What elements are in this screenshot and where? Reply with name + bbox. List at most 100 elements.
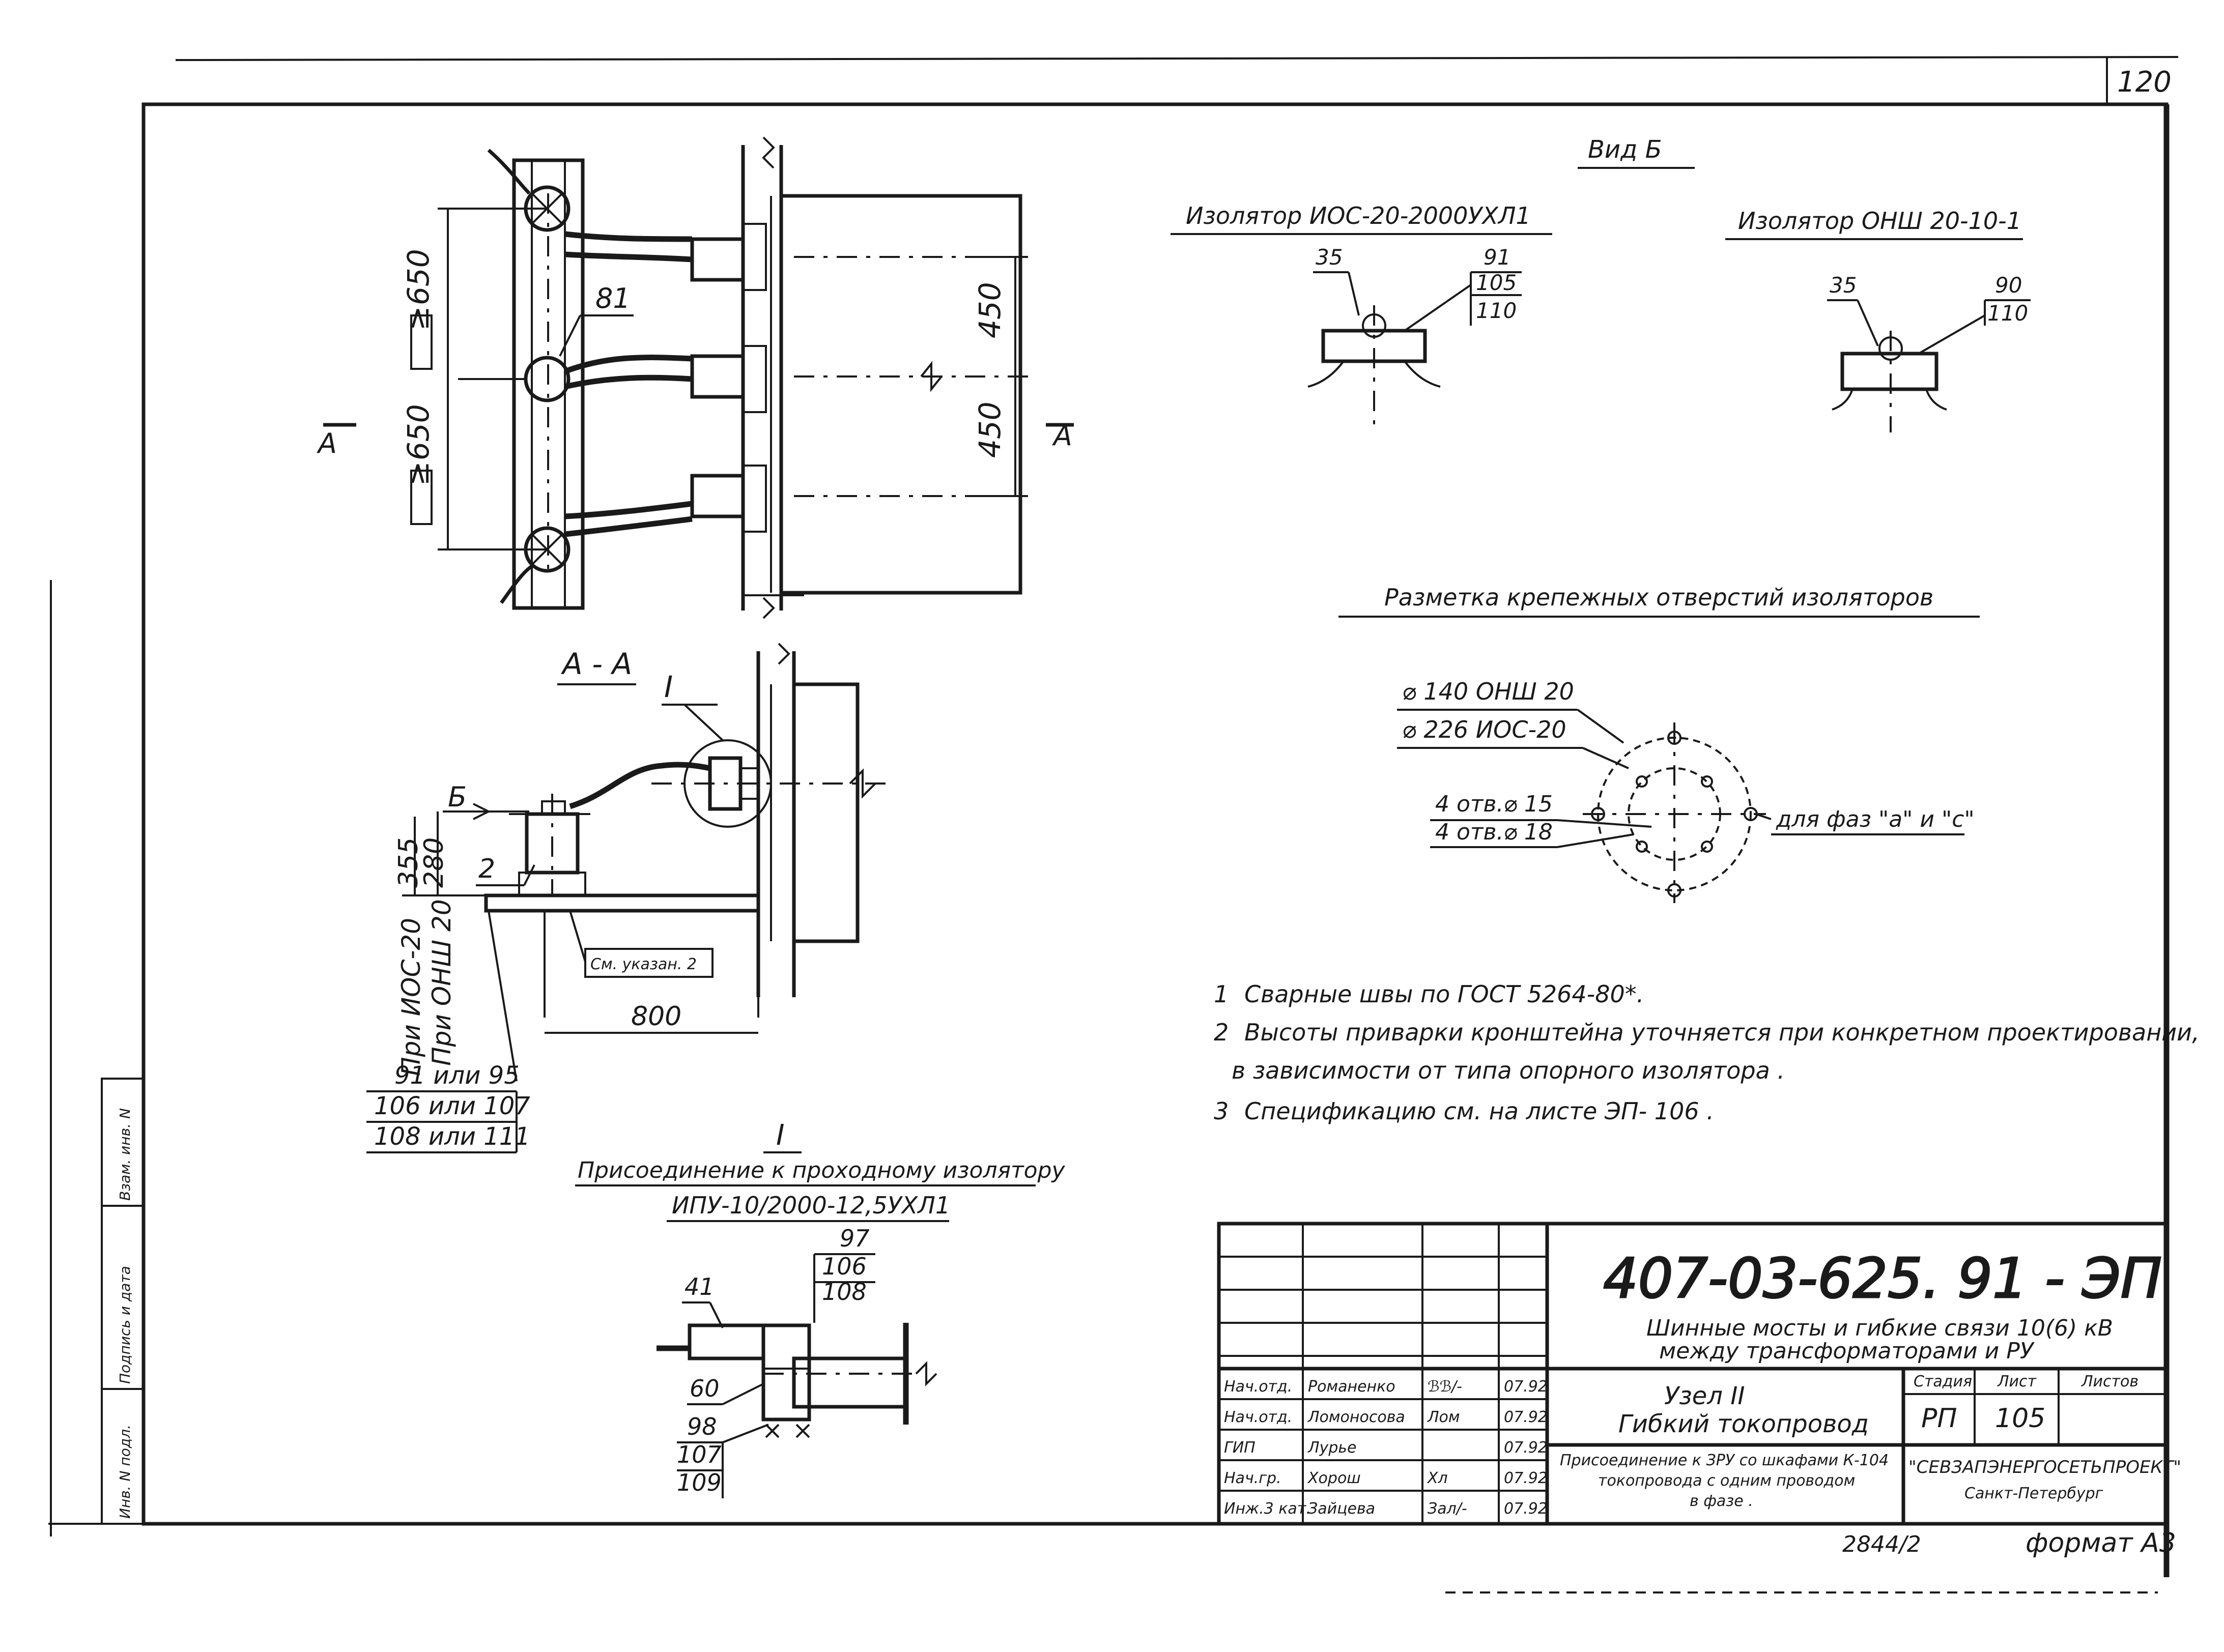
node-i-mark: I [664,670,673,704]
doc-node-1: Узел II [1664,1382,1745,1410]
doc-desc-1: Присоединение к ЗРУ со шкафами К-104 [1560,1452,1889,1469]
dim-650-top: 650 [401,249,436,305]
doc-code: 407-03-625. 91 - ЭП [1603,1247,2162,1311]
callout-106: 106 [822,1253,867,1280]
staff-sign: ℬℬ/- [1428,1378,1462,1396]
node-i-detail: I Присоединение к проходному изолятору И… [575,1119,1066,1498]
dim-450-bottom: 450 [973,401,1007,458]
hole-layout: Разметка крепежных отверстий изоляторов … [1338,584,1980,903]
callout-108: 108 [822,1278,867,1306]
ins2-pos-35: 35 [1830,273,1857,298]
dim-650-bottom: 650 [401,404,436,460]
holes-4x15: 4 отв.⌀ 15 [1435,791,1553,817]
side-stamp-inv-label: Инв. N подл. [117,1425,133,1519]
node-i-detail-mark: I [776,1119,785,1152]
staff-role: ГИП [1224,1439,1256,1457]
positions-3: 108 или 111 [374,1122,530,1151]
staff-date: 07.92 [1504,1469,1548,1487]
callout-98: 98 [687,1413,717,1440]
staff-date: 07.92 [1504,1408,1548,1426]
col-sheets: Листов [2081,1373,2139,1390]
rotated-ios: При ИОС-20 [396,918,426,1076]
side-stamp-sign-label: Подпись и дата [117,1266,133,1384]
org-name: "СЕВЗАПЭНЕРГОСЕТЬПРОЕКТ" [1908,1457,2181,1477]
note-2-text: Высоты приварки кронштейна уточняется пр… [1244,1019,2200,1046]
ge-sign-top: ≥ [401,306,436,331]
sheet-value: 105 [1995,1403,2045,1434]
doc-title-1: Шинные мосты и гибкие связи 10(6) кВ [1646,1315,2113,1341]
callout-97: 97 [840,1225,870,1252]
col-stage: Стадия [1914,1373,1972,1390]
view-b-title: Вид Б [1588,135,1662,164]
rotated-onsh: При ОНШ 20 [427,899,457,1066]
ins1-pos-91: 91 [1484,245,1510,270]
callout-41: 41 [685,1273,715,1300]
section-mark-left: A [317,427,337,459]
note-ref: См. указан. 2 [590,955,697,973]
note-3-num: 3 [1214,1097,1229,1125]
staff-role: Инж.3 кат. [1224,1500,1311,1518]
holes-d226: ⌀ 226 ИОС-20 [1402,716,1566,743]
staff-role: Нач.гр. [1224,1469,1281,1487]
view-b-mark: Б [448,781,467,813]
node-i-title: Присоединение к проходному изолятору [578,1157,1066,1183]
plan-view: 650 650 ≥ ≥ 450 450 A A 81 [317,136,1074,619]
sheet-number: 120 [2117,66,2172,99]
doc-desc-3: в фазе . [1690,1492,1753,1510]
note-2-num: 2 [1214,1019,1229,1046]
note-1-num: 1 [1214,980,1229,1008]
callout-81: 81 [595,282,631,314]
holes-d140: ⌀ 140 ОНШ 20 [1402,678,1574,705]
dim-355: 355 [393,837,424,888]
staff-name: Зайцева [1308,1500,1375,1518]
callout-2: 2 [478,854,495,884]
ins2-pos-110: 110 [1987,301,2028,326]
holes-4x18: 4 отв.⌀ 18 [1435,819,1553,845]
stage-value: РП [1921,1403,1957,1434]
holes-phases: для фаз "а" и "с" [1776,806,1975,832]
doc-title-2: между трансформаторами и РУ [1659,1338,2035,1364]
callout-60: 60 [690,1375,720,1402]
col-sheet: Лист [1997,1373,2037,1390]
ge-sign-bottom: ≥ [401,461,436,486]
note-3-text: Спецификацию см. на листе ЭП- 106 . [1244,1097,1714,1125]
staff-name: Романенко [1308,1378,1395,1396]
ins1-pos-105: 105 [1476,270,1517,295]
section-aa: A - A I Б 355 280 [366,643,891,1153]
dim-800: 800 [631,1001,681,1032]
section-mark-right: A [1052,420,1072,452]
staff-name: Ломоносова [1307,1408,1405,1426]
ins2-title: Изолятор ОНШ 20-10-1 [1738,207,2021,235]
staff-sign: Лом [1427,1408,1460,1426]
format-label: формат А3 [2026,1528,2176,1558]
staff-role: Нач.отд. [1224,1378,1292,1396]
ins1-pos-35: 35 [1316,245,1343,270]
note-1-text: Сварные швы по ГОСТ 5264-80*. [1244,980,1644,1008]
section-aa-title: A - A [560,647,632,681]
org-city: Санкт-Петербург [1964,1485,2103,1502]
callout-107: 107 [677,1441,722,1468]
doc-desc-2: токопровода с одним проводом [1598,1472,1855,1490]
staff-date: 07.92 [1504,1378,1548,1396]
ins2-pos-90: 90 [1995,273,2022,298]
staff-date: 07.92 [1504,1439,1548,1457]
side-stamp: Инв. N подл. Подпись и дата Взам. инв. N [101,1078,145,1525]
view-b: Вид Б Изолятор ИОС-20-2000УХЛ1 35 91 105… [1171,135,2031,432]
positions-1: 91 или 95 [394,1061,520,1090]
title-block: 407-03-625. 91 - ЭП Шинные мосты и гибки… [1217,1222,2181,1526]
inv-number: 2844/2 [1842,1531,1921,1557]
staff-name: Лурье [1307,1439,1357,1457]
notes: 1 Сварные швы по ГОСТ 5264-80*. 2 Высоты… [1214,980,2200,1125]
side-stamp-replace-label: Взам. инв. N [117,1108,133,1201]
callout-109: 109 [677,1469,722,1496]
ins1-title: Изолятор ИОС-20-2000УХЛ1 [1186,202,1531,229]
holes-title: Разметка крепежных отверстий изоляторов [1384,584,1933,611]
node-i-subtitle: ИПУ-10/2000-12,5УХЛ1 [672,1192,950,1219]
positions-2: 106 или 107 [374,1092,530,1120]
dim-450-top: 450 [973,282,1007,338]
ins1-pos-110: 110 [1476,298,1517,323]
dim-280: 280 [419,837,449,888]
staff-sign: Хл [1427,1469,1448,1487]
staff-date: 07.92 [1504,1500,1548,1518]
